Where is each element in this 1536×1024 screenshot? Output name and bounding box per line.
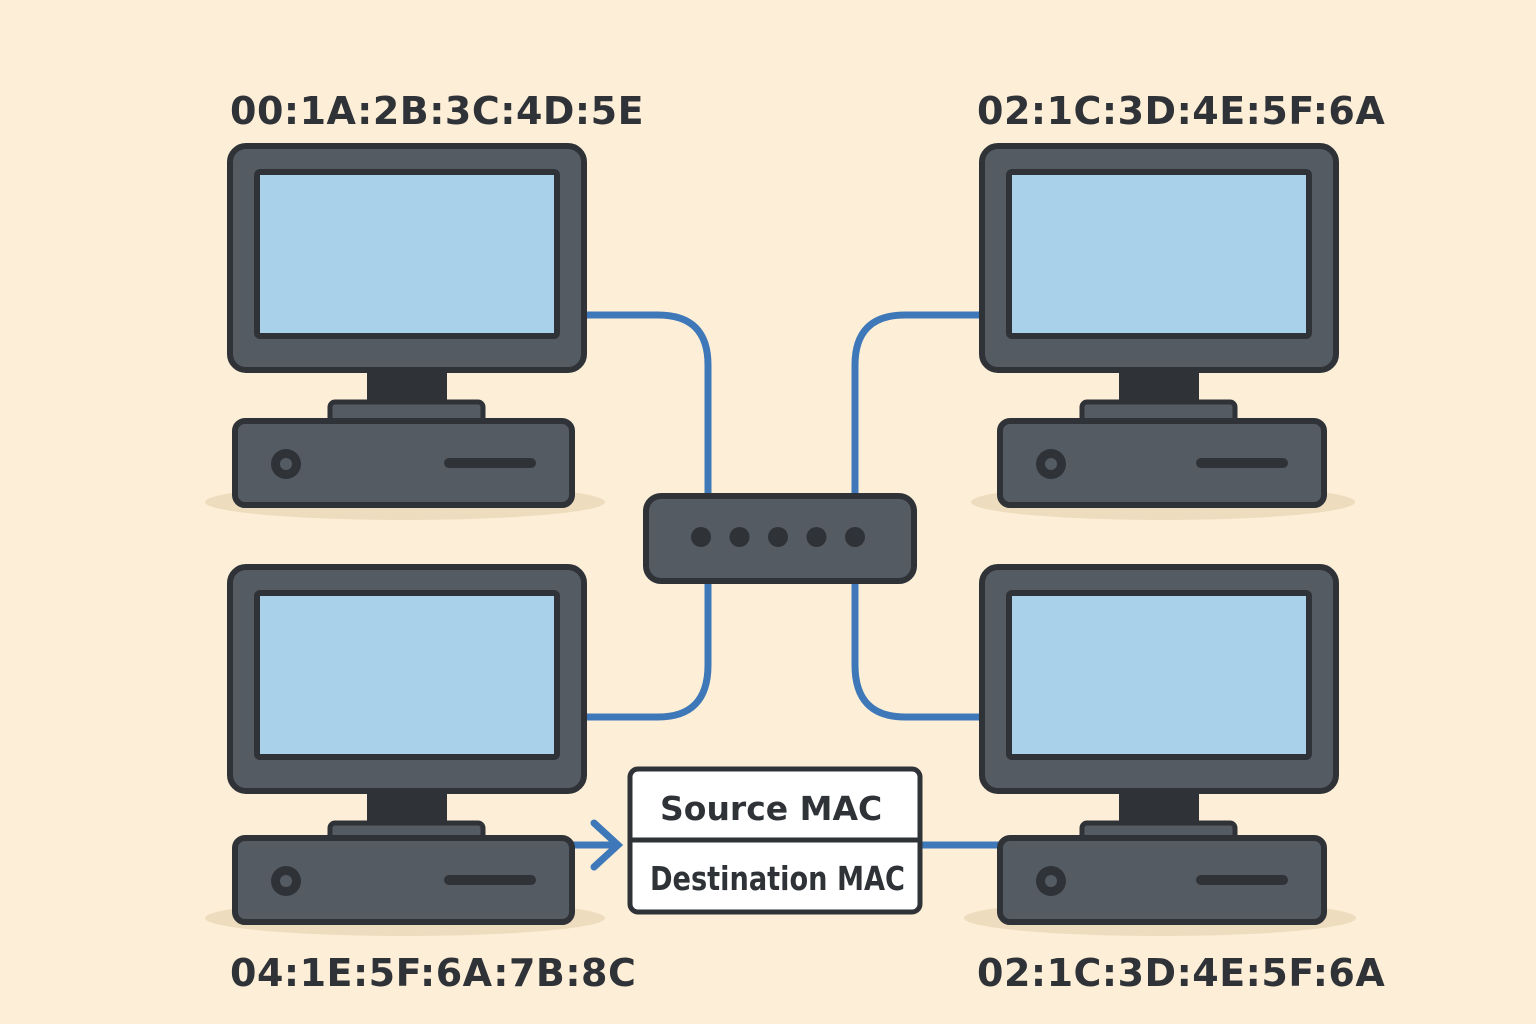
power-button-center	[280, 458, 292, 470]
cable-top-right	[851, 311, 986, 501]
drive-slot	[444, 875, 536, 885]
switch-port-led	[806, 527, 827, 547]
power-button-center	[280, 875, 292, 887]
frame-arrow-icon	[590, 819, 624, 871]
computer-case	[997, 835, 1327, 925]
frame-destination-mac-label: Destination MAC	[650, 859, 905, 898]
cable-bottom-right	[851, 576, 986, 721]
monitor-screen	[254, 169, 560, 339]
switch-ports	[691, 527, 865, 547]
switch-port-led	[729, 527, 750, 547]
mac-label-top-right: 02:1C:3D:4E:5F:6A	[977, 89, 1385, 133]
mac-label-bottom-right: 02:1C:3D:4E:5F:6A	[977, 951, 1385, 995]
switch-port-led	[845, 527, 865, 547]
mac-label-top-left: 00:1A:2B:3C:4D:5E	[230, 89, 644, 133]
desktop-computer-icon	[227, 564, 587, 925]
drive-slot	[444, 458, 536, 468]
switch-port-led	[691, 527, 711, 547]
cable-top-left	[578, 311, 712, 501]
drive-slot	[1196, 458, 1288, 468]
monitor-screen	[1006, 590, 1312, 760]
computer-case	[232, 835, 575, 925]
computer-case	[232, 418, 575, 508]
desktop-computer-icon	[979, 143, 1339, 508]
power-button-center	[1045, 875, 1057, 887]
desktop-computer-icon	[979, 564, 1339, 925]
switch-port-led	[768, 527, 788, 547]
drive-slot	[1196, 875, 1288, 885]
mac-label-bottom-left: 04:1E:5F:6A:7B:8C	[230, 951, 636, 995]
computer-case	[997, 418, 1327, 508]
network-switch-icon	[643, 493, 917, 584]
frame-source-mac-label: Source MAC	[660, 789, 882, 828]
cable-bottom-left	[578, 576, 712, 721]
ethernet-frame-header: Source MAC Destination MAC	[627, 766, 923, 915]
monitor-screen	[254, 590, 560, 760]
monitor-screen	[1006, 169, 1312, 339]
cables	[564, 311, 1006, 871]
desktop-computer-icon	[227, 143, 587, 508]
power-button-center	[1045, 458, 1057, 470]
